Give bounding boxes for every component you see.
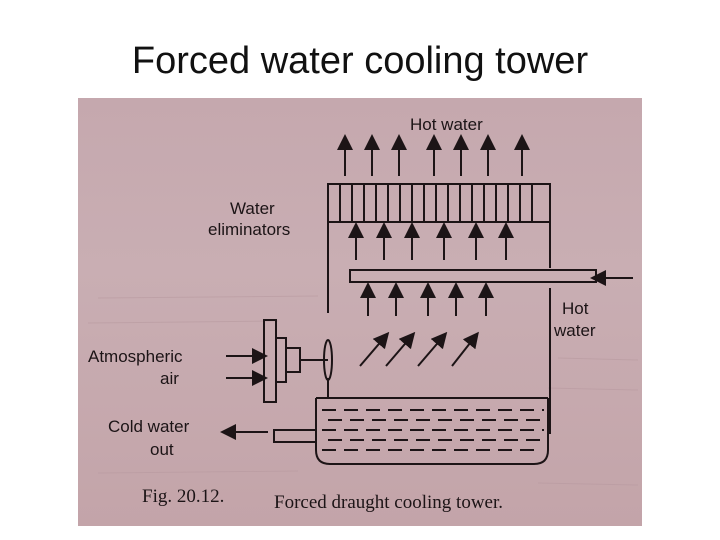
fan-assembly [263, 319, 333, 403]
label-cold-water-line1: Cold water [108, 417, 190, 436]
label-cold-water-line2: out [150, 440, 174, 459]
hot-water-pipe [349, 269, 597, 283]
diagram-photo: Hot water Water eliminators Hot water At… [78, 98, 642, 526]
label-hot-water-top: Hot water [410, 115, 483, 134]
air-flow-arrows [359, 331, 479, 367]
paper-texture [87, 295, 639, 486]
hot-water-up-arrows [337, 134, 530, 176]
label-water-eliminators-line1: Water [230, 199, 275, 218]
label-hot-water-in-line1: Hot [562, 299, 589, 318]
label-water-eliminators-line2: eliminators [208, 220, 290, 239]
cooling-tower-diagram: Hot water Water eliminators Hot water At… [87, 115, 639, 513]
tower-body [315, 184, 551, 465]
label-atmospheric-air-line2: air [160, 369, 179, 388]
label-hot-water-in-line2: water [553, 321, 596, 340]
atmospheric-air-arrows [226, 348, 268, 386]
water-basin [322, 409, 544, 451]
mid-up-arrows [348, 222, 514, 260]
water-eliminators [327, 183, 551, 223]
cold-water-outlet [273, 429, 317, 443]
figure-caption: Forced draught cooling tower. [274, 492, 503, 513]
figure-number: Fig. 20.12. [142, 486, 224, 507]
slide-title: Forced water cooling tower [131, 40, 589, 82]
label-atmospheric-air-line1: Atmospheric [88, 347, 183, 366]
lower-up-arrows [360, 282, 494, 316]
